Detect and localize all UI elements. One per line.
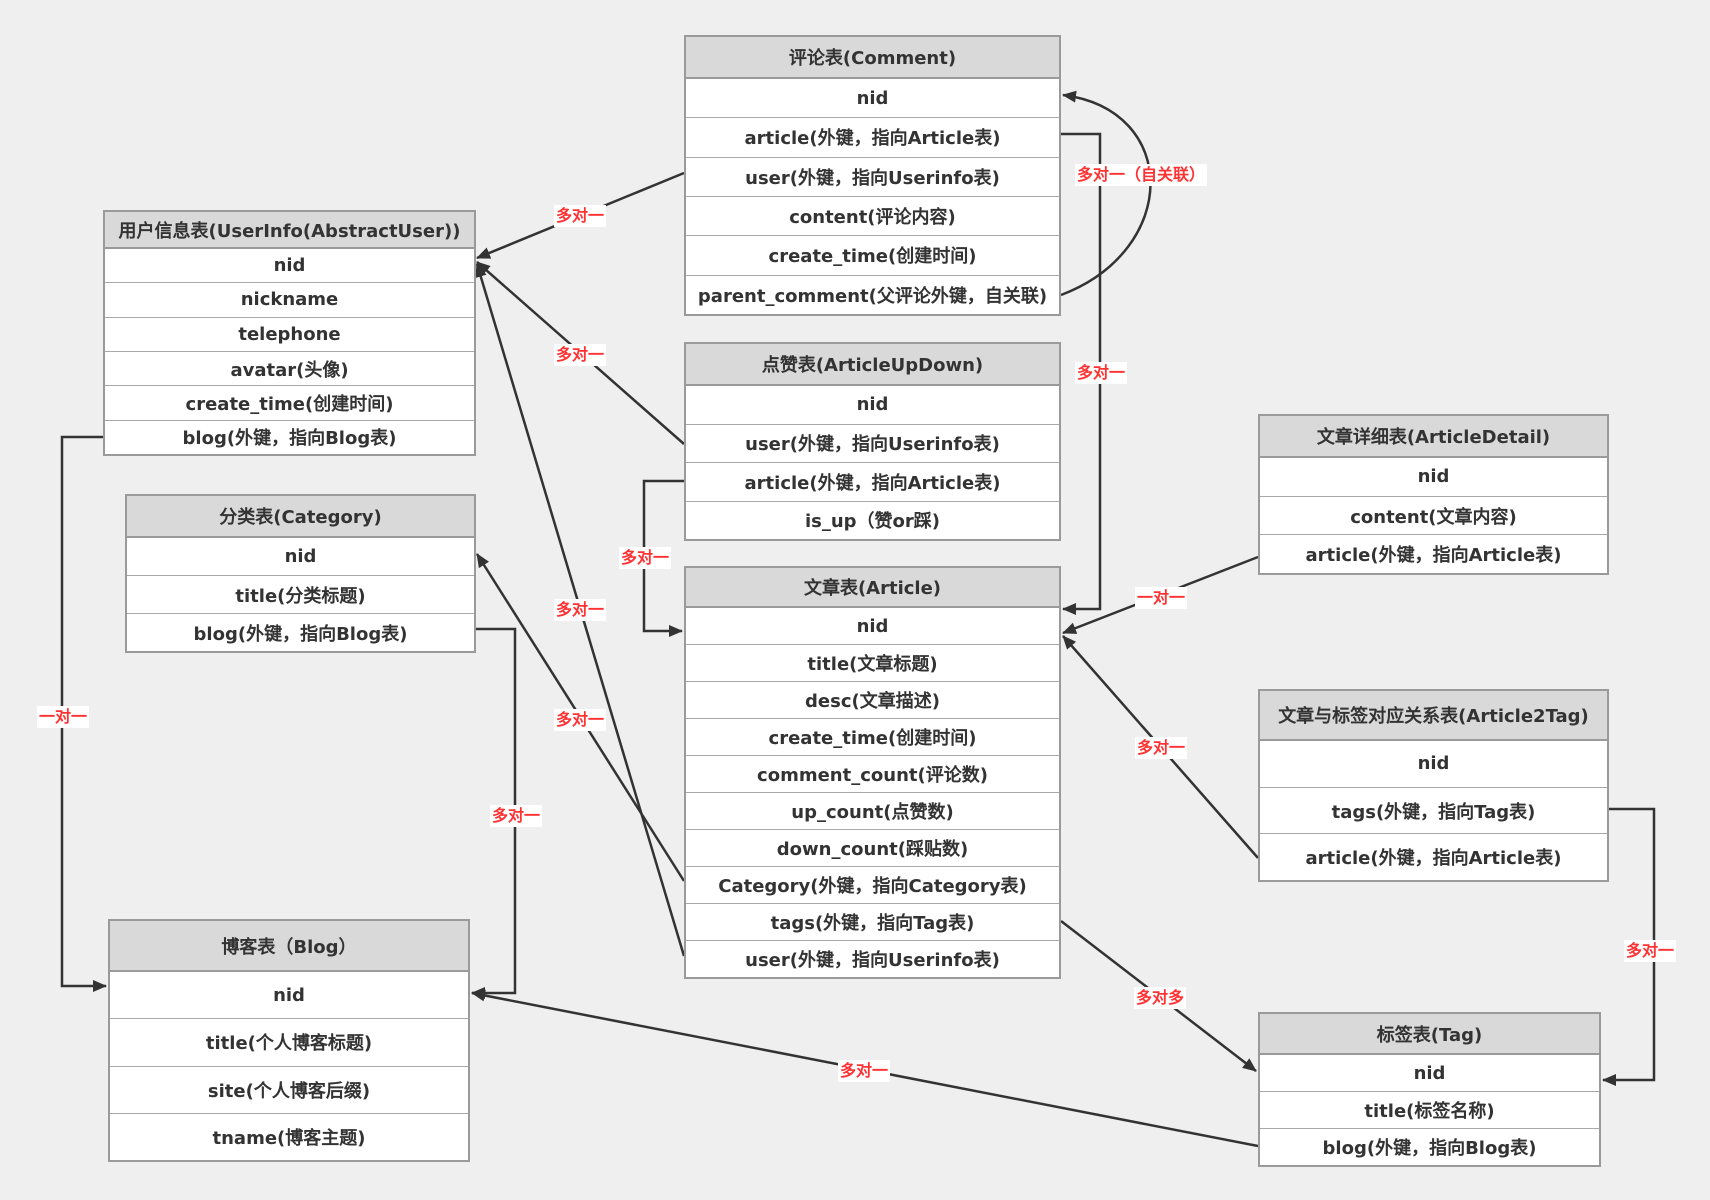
table-field[interactable]: create_time(创建时间) bbox=[686, 719, 1059, 756]
table-field[interactable]: down_count(踩贴数) bbox=[686, 830, 1059, 867]
table-field[interactable]: article(外键，指向Article表) bbox=[686, 463, 1059, 502]
table-field[interactable]: nid bbox=[105, 249, 474, 284]
table-header: 用户信息表(UserInfo(AbstractUser)) bbox=[105, 212, 474, 249]
table-field[interactable]: parent_comment(父评论外键，自关联) bbox=[697, 285, 1048, 307]
table-field[interactable]: is_up（赞or踩) bbox=[804, 511, 941, 533]
table-header: 评论表(Comment) bbox=[686, 37, 1059, 79]
table-header: 文章详细表(ArticleDetail) bbox=[1260, 416, 1607, 458]
table-field[interactable]: blog(外键，指向Blog表) bbox=[182, 428, 397, 450]
table-field[interactable]: article(外键，指向Article表) bbox=[1305, 848, 1562, 870]
table-field[interactable]: Category(外键，指向Category表) bbox=[686, 867, 1059, 904]
relation-label-detail-article: 一对一 bbox=[1134, 587, 1188, 609]
table-field[interactable]: nid bbox=[127, 538, 474, 576]
table-field[interactable]: title(个人博客标题) bbox=[110, 1019, 468, 1067]
table-field[interactable]: article(外键，指向Article表) bbox=[1305, 545, 1562, 567]
table-field[interactable]: user(外键，指向Userinfo表) bbox=[686, 425, 1059, 463]
relation-label-a2t-article: 多对一 bbox=[1134, 737, 1188, 759]
table-field[interactable]: content(评论内容) bbox=[686, 197, 1059, 237]
table-field[interactable]: nid bbox=[110, 972, 468, 1020]
relation-label-a2t-tag: 多对一 bbox=[1623, 940, 1677, 962]
relation-label-article-category: 多对一 bbox=[553, 709, 607, 731]
relation-label-category-blog: 多对一 bbox=[489, 805, 543, 827]
relation-label-comment-user: 多对一 bbox=[553, 205, 607, 227]
relation-label-tag-blog: 多对一 bbox=[837, 1060, 891, 1082]
table-header: 分类表(Category) bbox=[127, 496, 474, 538]
table-field[interactable]: title(分类标题) bbox=[127, 576, 474, 614]
table-field[interactable]: nid bbox=[1260, 458, 1607, 497]
table-field[interactable]: blog(外键，指向Blog表) bbox=[1322, 1138, 1537, 1159]
table-field[interactable]: nid bbox=[686, 386, 1059, 425]
relation-label-comment-article: 多对一 bbox=[1074, 362, 1128, 384]
table-field[interactable]: title(文章标题) bbox=[686, 645, 1059, 682]
table-field[interactable]: nid bbox=[1260, 1055, 1599, 1092]
table-field[interactable]: create_time(创建时间) bbox=[686, 236, 1059, 276]
relation-label-article-user: 多对一 bbox=[553, 599, 607, 621]
table-header: 点赞表(ArticleUpDown) bbox=[686, 344, 1059, 386]
table-field[interactable]: comment_count(评论数) bbox=[686, 756, 1059, 793]
table-header: 标签表(Tag) bbox=[1260, 1014, 1599, 1055]
table-field[interactable]: user(外键，指向Userinfo表) bbox=[745, 950, 1000, 971]
table-field[interactable]: up_count(点赞数) bbox=[686, 793, 1059, 830]
table-field[interactable]: tname(博客主题) bbox=[212, 1127, 366, 1149]
table-field[interactable]: nid bbox=[686, 608, 1059, 645]
table-field[interactable]: title(标签名称) bbox=[1260, 1092, 1599, 1129]
table-field[interactable]: create_time(创建时间) bbox=[105, 386, 474, 421]
relation-line-comment-self bbox=[1060, 90, 1152, 297]
table-header: 文章表(Article) bbox=[686, 568, 1059, 608]
relation-label-comment-self: 多对一（自关联） bbox=[1074, 164, 1208, 186]
relation-label-userinfo-blog: 一对一 bbox=[36, 706, 90, 728]
table-field[interactable]: avatar(头像) bbox=[105, 352, 474, 387]
table-field[interactable]: nid bbox=[686, 79, 1059, 119]
table-field[interactable]: site(个人博客后缀) bbox=[110, 1067, 468, 1114]
relation-label-updown-article: 多对一 bbox=[618, 547, 672, 569]
table-field[interactable]: tags(外键，指向Tag表) bbox=[1260, 788, 1607, 835]
table-field[interactable]: nickname bbox=[105, 283, 474, 318]
table-field[interactable]: user(外键，指向Userinfo表) bbox=[686, 158, 1059, 197]
table-field[interactable]: content(文章内容) bbox=[1260, 497, 1607, 536]
table-header: 博客表（Blog） bbox=[110, 921, 468, 972]
table-field[interactable]: telephone bbox=[105, 318, 474, 352]
table-header: 文章与标签对应关系表(Article2Tag) bbox=[1260, 691, 1607, 741]
table-field[interactable]: article(外键，指向Article表) bbox=[686, 118, 1059, 158]
table-field[interactable]: tags(外键，指向Tag表) bbox=[686, 904, 1059, 941]
relation-label-article-tag: 多对多 bbox=[1133, 987, 1187, 1009]
table-field[interactable]: nid bbox=[1260, 741, 1607, 788]
relation-label-updown-user: 多对一 bbox=[553, 344, 607, 366]
table-field[interactable]: blog(外键，指向Blog表) bbox=[193, 623, 408, 645]
table-field[interactable]: desc(文章描述) bbox=[686, 682, 1059, 719]
